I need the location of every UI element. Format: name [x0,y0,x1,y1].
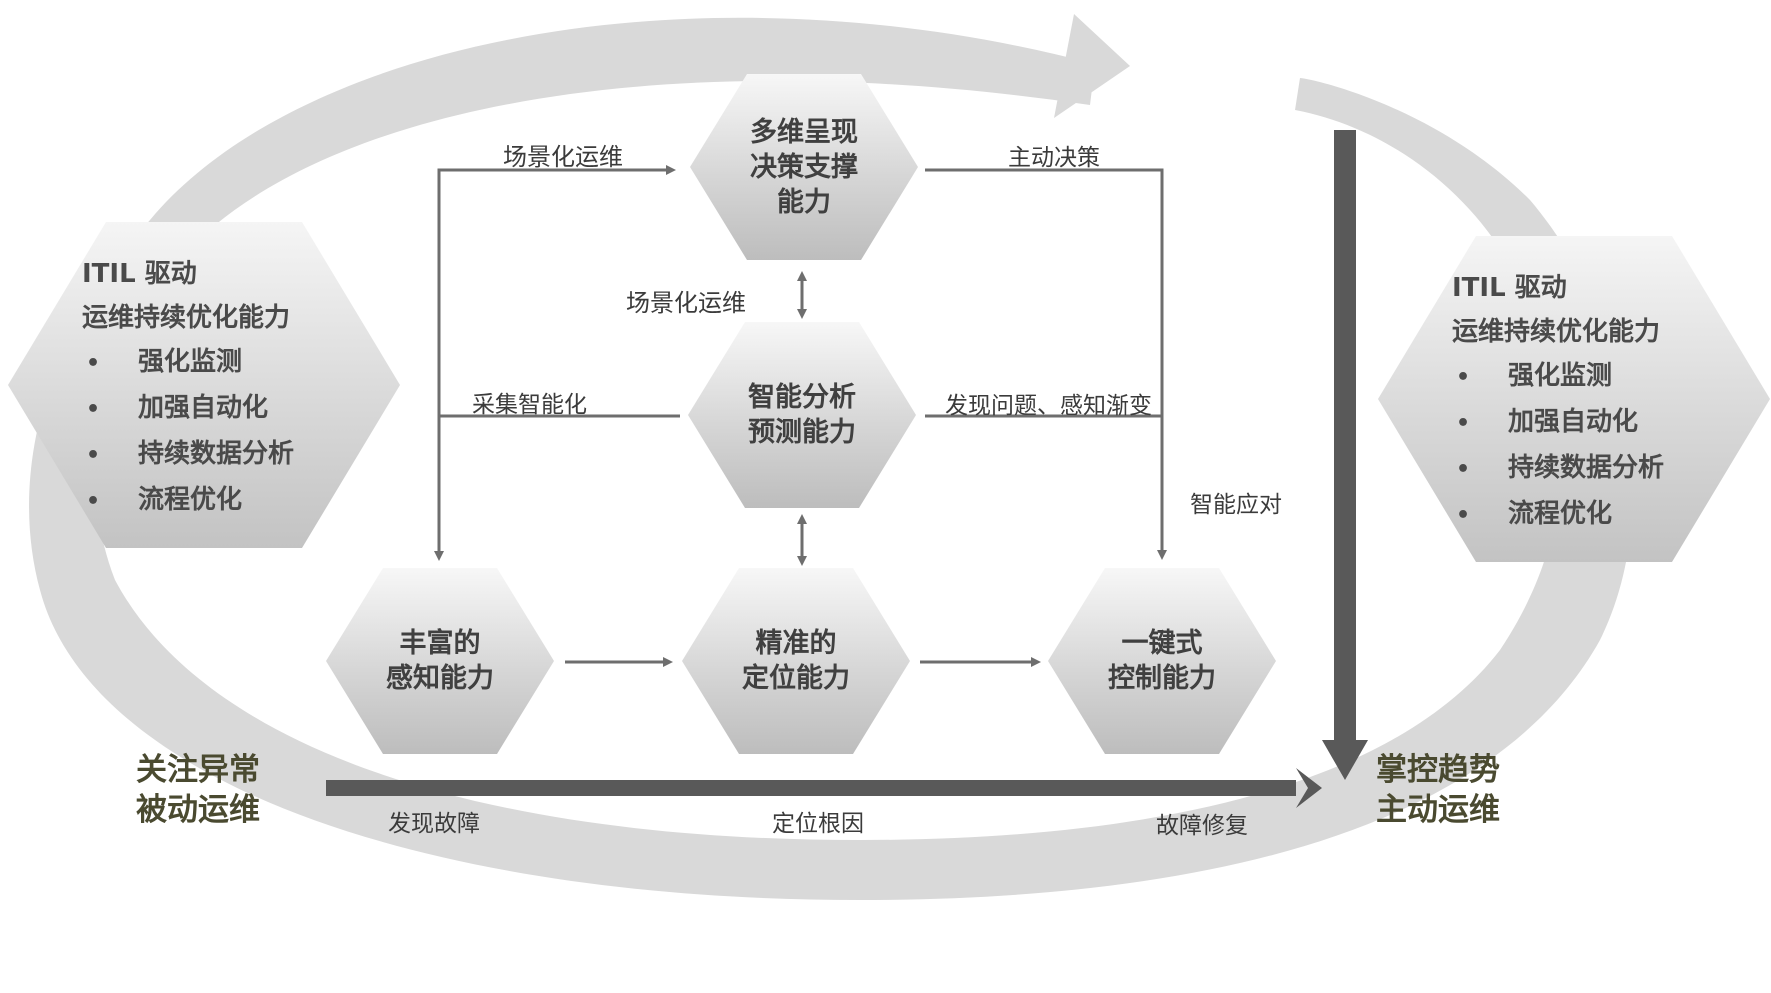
node-rich-perception-hex: 丰富的 感知能力 [326,568,554,754]
right-panel-hex [1378,236,1770,562]
right-panel-text: ITIL 驱动 运维持续优化能力 •强化监测 •加强自动化 •持续数据分析 •流… [1452,266,1664,538]
left-panel-text: ITIL 驱动 运维持续优化能力 •强化监测 •加强自动化 •持续数据分析 •流… [82,252,294,524]
node-multi-view-text: 多维呈现 决策支撑 能力 [750,116,858,218]
bullet-icon: • [1456,411,1471,436]
stage-passive: 关注异常 被动运维 [136,752,260,828]
left-panel-hex [8,222,400,548]
connector-scenario-top [437,165,676,552]
connector-decision-down [925,168,1167,560]
left-panel-item: •加强自动化 [82,386,294,432]
label-smart-response: 智能应对 [1190,492,1282,518]
bullet-icon: • [86,397,101,422]
bullet-icon: • [1456,503,1471,528]
node-one-click-control-hex: 一键式 控制能力 [1048,568,1276,754]
stage-active: 掌控趋势 主动运维 [1376,752,1500,828]
right-panel-item: •强化监测 [1452,354,1664,400]
node-multi-view-hex: 多维呈现 决策支撑 能力 [690,74,918,260]
thick-arrows [326,130,1368,808]
node-smart-analysis-text: 智能分析 预测能力 [748,382,856,448]
label-find-problem: 发现问题、感知渐变 [945,393,1152,419]
label-collect-smart: 采集智能化 [472,392,587,418]
label-fault-repair: 故障修复 [1156,813,1248,839]
node-precise-location-hex: 精准的 定位能力 [682,568,910,754]
bullet-icon: • [1456,457,1471,482]
label-scenario-mid: 场景化运维 [626,289,746,317]
left-panel-item: •强化监测 [82,340,294,386]
label-find-fault: 发现故障 [388,811,480,837]
connector-lines [434,165,1167,667]
left-panel-title: ITIL 驱动 [82,259,197,289]
bullet-icon: • [1456,365,1471,390]
node-smart-analysis-hex: 智能分析 预测能力 [688,322,916,508]
bottom-arrow-shaft [326,780,1296,796]
label-scenario-top: 场景化运维 [503,143,623,171]
bottom-arrow-head [1296,768,1322,808]
node-rich-perception-text: 丰富的 感知能力 [386,628,494,694]
right-panel-item: •流程优化 [1452,492,1664,538]
right-panel-item: •持续数据分析 [1452,446,1664,492]
bullet-icon: • [86,351,101,376]
node-one-click-control-text: 一键式 控制能力 [1108,628,1216,694]
bullet-icon: • [86,489,101,514]
right-arrow-shaft [1334,130,1356,740]
cycle-arrowhead [1054,14,1130,118]
label-active-decision: 主动决策 [1008,145,1100,171]
left-panel-item: •持续数据分析 [82,432,294,478]
right-panel-subtitle: 运维持续优化能力 [1452,317,1661,347]
label-locate-root: 定位根因 [772,811,864,837]
node-precise-location-text: 精准的 定位能力 [742,628,850,694]
bullet-icon: • [86,443,101,468]
left-panel-item: •流程优化 [82,478,294,524]
right-panel-item: •加强自动化 [1452,400,1664,446]
right-arrow-head [1322,740,1368,780]
right-panel-title: ITIL 驱动 [1452,273,1567,303]
left-panel-subtitle: 运维持续优化能力 [82,303,291,333]
